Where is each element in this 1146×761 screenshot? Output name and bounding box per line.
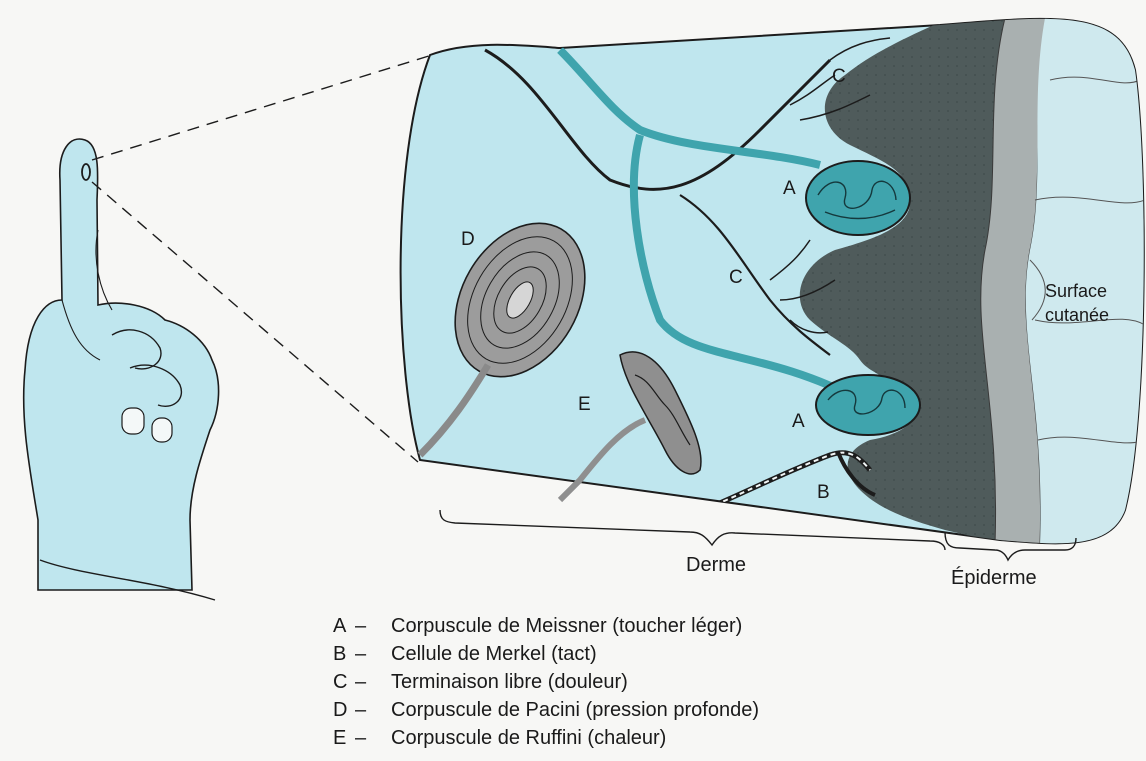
legend-item-b: B–Cellule de Merkel (tact) [333,640,759,668]
legend-letter: D [333,696,355,724]
legend-letter: A [333,612,355,640]
label-c-middle: C [729,267,743,288]
label-c-upper: C [832,66,846,87]
label-d: D [461,229,475,250]
label-derme: Derme [686,554,746,576]
legend-letter: B [333,640,355,668]
hand-illustration [24,139,219,600]
label-surface-line1: Surface [1045,281,1107,301]
zoom-line-top [92,55,432,160]
label-surface-line2: cutanée [1045,305,1109,325]
label-e: E [578,394,591,415]
legend-dash: – [355,724,391,752]
legend-letter: C [333,668,355,696]
legend-item-d: D–Corpuscule de Pacini (pression profond… [333,696,759,724]
legend-dash: – [355,612,391,640]
label-a-upper: A [783,178,796,199]
label-a-lower: A [792,411,805,432]
legend-dash: – [355,640,391,668]
skin-cross-section [401,18,1145,545]
label-b: B [817,482,830,503]
legend-item-e: E–Corpuscule de Ruffini (chaleur) [333,724,759,752]
legend-text: Corpuscule de Pacini (pression profonde) [391,699,759,721]
legend-text: Cellule de Merkel (tact) [391,643,597,665]
meissner-corpuscle-upper [806,161,910,235]
legend-dash: – [355,696,391,724]
legend-item-c: C–Terminaison libre (douleur) [333,668,759,696]
legend-dash: – [355,668,391,696]
legend-letter: E [333,724,355,752]
label-epiderme: Épiderme [951,566,1037,589]
legend: A–Corpuscule de Meissner (toucher léger)… [333,612,759,752]
legend-item-a: A–Corpuscule de Meissner (toucher léger) [333,612,759,640]
legend-text: Corpuscule de Meissner (toucher léger) [391,615,742,637]
legend-text: Terminaison libre (douleur) [391,671,628,693]
legend-text: Corpuscule de Ruffini (chaleur) [391,727,666,749]
